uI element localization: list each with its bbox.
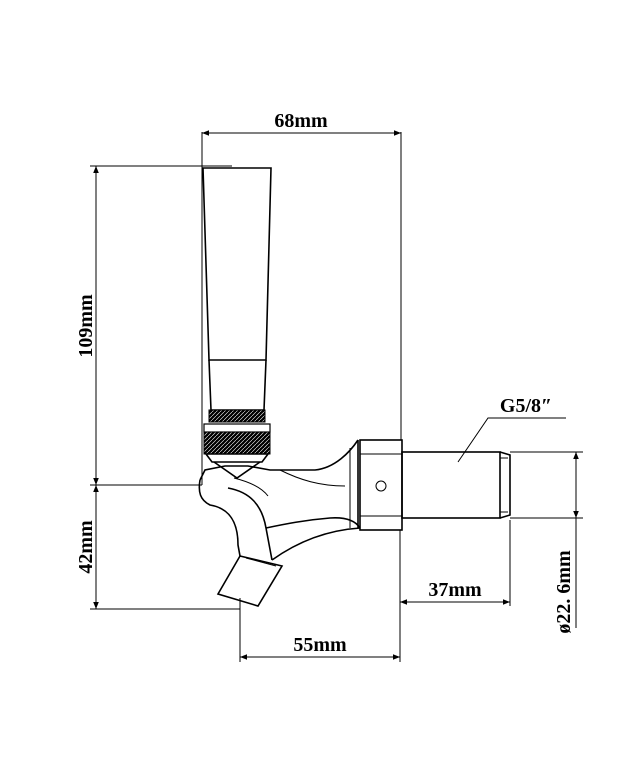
dimension-labels: 68mm 109mm 42mm 55mm 37mm ø22. 6mm G5/8″ — [75, 110, 575, 656]
dimension-lines — [93, 130, 579, 660]
extension-lines — [90, 132, 583, 662]
dim-label-68: 68mm — [274, 110, 328, 132]
shank — [401, 451, 511, 519]
thread-leader-line — [457, 417, 566, 463]
tap-handle — [202, 167, 272, 411]
tap-body — [198, 439, 361, 561]
dim-label-42: 42mm — [75, 520, 97, 574]
flange-nut — [359, 439, 403, 531]
dim-label-109: 109mm — [75, 294, 97, 358]
dim-label-diameter: ø22. 6mm — [553, 550, 575, 634]
thread-label: G5/8″ — [500, 395, 552, 417]
set-screw-hole — [375, 480, 387, 492]
knurled-collar — [203, 409, 271, 479]
dim-label-55: 55mm — [293, 634, 347, 656]
spout-tip — [216, 555, 284, 607]
dim-label-37: 37mm — [428, 579, 482, 601]
